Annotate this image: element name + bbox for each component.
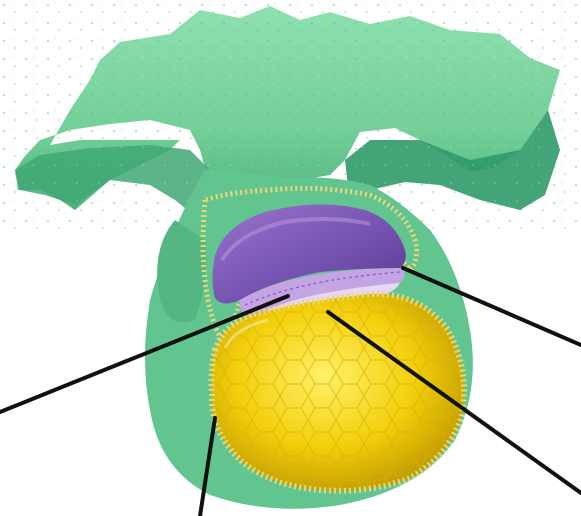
yolk-sac (211, 294, 464, 491)
